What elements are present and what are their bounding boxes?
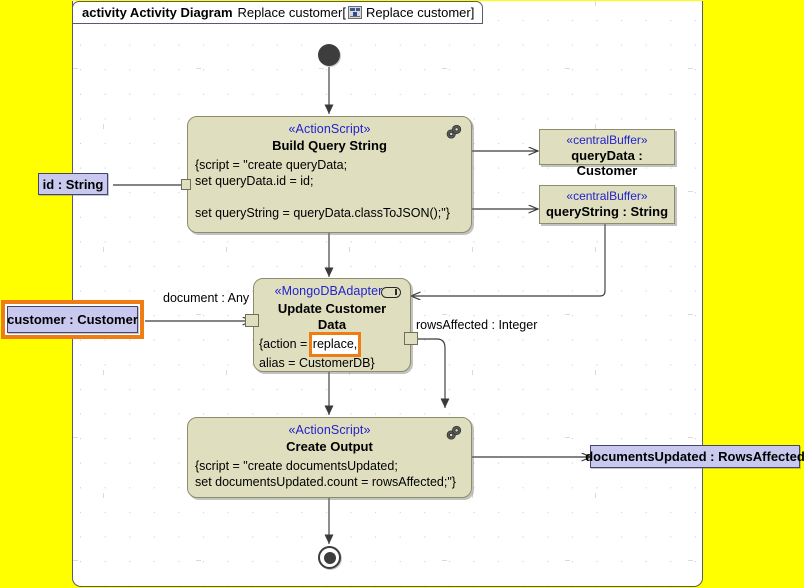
body-prefix: {action = (259, 337, 311, 351)
central-buffer-query-data[interactable]: «centralBuffer» queryData : Customer (539, 129, 675, 178)
central-buffer-query-string[interactable]: «centralBuffer» queryString : String (539, 185, 675, 224)
action-node-update-customer-data[interactable]: «MongoDBAdapter» Update Customer Data {a… (253, 278, 411, 372)
highlighted-literal[interactable]: replace, (311, 335, 359, 354)
node-title: Build Query String (272, 138, 387, 153)
activity-parameter-id[interactable]: id : String (38, 173, 108, 195)
input-pin-document[interactable] (245, 314, 259, 327)
node-body: {script = "create documentsUpdated; set … (195, 459, 456, 489)
action-node-create-output[interactable]: «ActionScript» Create Output {script = "… (187, 417, 472, 498)
activity-diagram-icon (347, 6, 362, 19)
node-body: {script = "create queryData; set queryDa… (195, 158, 450, 220)
action-node-build-query-string[interactable]: «ActionScript» Build Query String {scrip… (187, 116, 472, 233)
final-node[interactable] (318, 546, 341, 569)
output-pin-rows-affected[interactable] (404, 332, 418, 345)
action-script-icon (446, 425, 462, 440)
initial-node[interactable] (318, 44, 340, 66)
frame-name: Replace customer (237, 5, 343, 20)
stereotype-label: «ActionScript» (288, 423, 371, 437)
stereotype-label: «ActionScript» (288, 122, 371, 136)
edge-label-document: document : Any (163, 291, 250, 305)
frame-header: activity Activity Diagram Replace custom… (72, 1, 484, 24)
diagram-frame: «ActionScript» Build Query String {scrip… (72, 1, 703, 587)
edge-label-rows-affected: rowsAffected : Integer (416, 318, 538, 332)
node-title-line2: Data (317, 317, 347, 332)
stereotype-label: «centralBuffer» (566, 189, 648, 203)
buffer-label: queryString : String (545, 204, 669, 219)
action-script-icon (446, 124, 462, 139)
activity-parameter-customer[interactable]: customer : Customer (7, 306, 138, 333)
activity-parameter-documents-updated[interactable]: documentsUpdated : RowsAffected (585, 445, 804, 468)
bracket-close: ] (470, 5, 475, 20)
input-pin-id[interactable] (181, 179, 191, 190)
stereotype-label: «MongoDBAdapter» (274, 284, 390, 298)
node-title: Create Output (286, 439, 373, 454)
frame-keyword: activity Activity Diagram (82, 5, 233, 20)
adapter-icon (381, 287, 401, 298)
bracket-open: [ (342, 5, 346, 20)
node-title-line1: Update Customer (277, 301, 387, 316)
node-body: {action = replace, alias = CustomerDB} (254, 335, 410, 373)
stereotype-label: «centralBuffer» (566, 133, 648, 147)
buffer-label: queryData : Customer (571, 148, 643, 178)
body-suffix: alias = CustomerDB} (259, 356, 375, 370)
frame-qualified-name: Replace customer (365, 5, 471, 20)
